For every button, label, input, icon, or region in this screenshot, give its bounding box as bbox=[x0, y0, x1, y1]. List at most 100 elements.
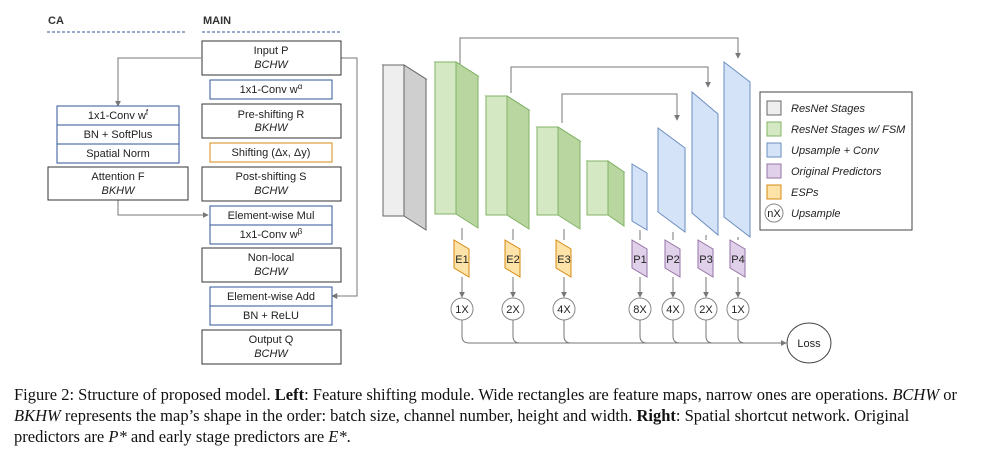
main-nonlocal-box: Non-local BCHW bbox=[201, 247, 342, 283]
svg-text:Element-wise Mul: Element-wise Mul bbox=[228, 210, 315, 222]
upsample-circle-p4: 1X bbox=[726, 297, 750, 321]
skip-connection-2 bbox=[510, 66, 711, 93]
upsample-conv-block-3 bbox=[691, 90, 719, 237]
svg-text:BKHW: BKHW bbox=[255, 122, 290, 134]
caption-text: : Spatial shortcut network. Original pre… bbox=[14, 406, 910, 446]
ca-spatial-norm-box: Spatial Norm bbox=[56, 143, 180, 164]
svg-text:4X: 4X bbox=[557, 304, 571, 316]
caption-bchw: BCHW bbox=[892, 385, 940, 404]
caption-bkhw: BKHW bbox=[14, 406, 61, 425]
main-conv-beta-box: 1x1-Conv wβ bbox=[209, 224, 333, 245]
main-bn-relu-box: BN + ReLU bbox=[209, 305, 333, 326]
svg-text:Spatial Norm: Spatial Norm bbox=[86, 148, 150, 160]
main-output-box: Output Q BCHW bbox=[201, 329, 342, 365]
svg-text:Post-shifting S: Post-shifting S bbox=[236, 171, 307, 183]
legend-item-fsm: ResNet Stages w/ FSM bbox=[766, 121, 906, 137]
skip-connection-1 bbox=[459, 37, 741, 64]
ca-bn-softplus-box: BN + SoftPlus bbox=[56, 124, 180, 145]
caption-text: represents the map’s shape in the order:… bbox=[60, 406, 637, 425]
svg-text:Loss: Loss bbox=[797, 338, 821, 350]
svg-text:1x1-Conv wf: 1x1-Conv wf bbox=[88, 108, 149, 122]
svg-text:Upsample + Conv: Upsample + Conv bbox=[791, 145, 880, 157]
svg-text:E1: E1 bbox=[455, 254, 468, 266]
caption-text: or bbox=[939, 385, 957, 404]
svg-text:P3: P3 bbox=[699, 254, 712, 266]
predictor-p4: P4 bbox=[729, 239, 746, 278]
main-shifting-box: Shifting (Δx, Δy) bbox=[209, 142, 333, 163]
svg-text:Input P: Input P bbox=[254, 45, 289, 57]
svg-text:BCHW: BCHW bbox=[254, 59, 289, 71]
legend: ResNet Stages ResNet Stages w/ FSM Upsam… bbox=[759, 91, 913, 231]
svg-text:1x1-Conv wα: 1x1-Conv wα bbox=[240, 82, 303, 96]
resnet-stage-block bbox=[381, 64, 428, 231]
predictor-p1: P1 bbox=[631, 239, 648, 278]
svg-text:Original Predictors: Original Predictors bbox=[791, 166, 882, 178]
main-elem-mul-box: Element-wise Mul bbox=[209, 205, 333, 226]
main-conv-alpha-box: 1x1-Conv wα bbox=[209, 79, 333, 100]
svg-text:2X: 2X bbox=[699, 304, 713, 316]
main-post-shift-box: Post-shifting S BCHW bbox=[201, 166, 342, 202]
upsample-circle-p1: 8X bbox=[628, 297, 652, 321]
caption-pstar: P* bbox=[108, 427, 127, 446]
svg-text:Non-local: Non-local bbox=[248, 252, 294, 264]
caption-text: and early stage predictors are bbox=[126, 427, 329, 446]
caption-text: : Feature shifting module. Wide rectangl… bbox=[304, 385, 893, 404]
ca-attention-box: Attention F BKHW bbox=[47, 166, 189, 201]
svg-text:8X: 8X bbox=[633, 304, 647, 316]
esp-e3: E3 bbox=[555, 239, 572, 278]
skip-to-add-arrow bbox=[331, 57, 358, 299]
svg-text:1X: 1X bbox=[455, 304, 469, 316]
feature-shifting-module: CA MAIN 1x1-Conv wf BN + SoftPlus Spatia… bbox=[47, 15, 358, 365]
fsm-stage-3-block bbox=[535, 126, 582, 230]
skip-connection-3 bbox=[561, 93, 680, 123]
main-elem-add-box: Element-wise Add bbox=[209, 286, 333, 307]
input-to-ca-arrow bbox=[115, 57, 201, 107]
svg-text:Output Q: Output Q bbox=[249, 334, 294, 346]
attention-to-mul-arrow bbox=[117, 200, 209, 218]
svg-text:ESPs: ESPs bbox=[791, 187, 819, 199]
upsample-circle-p3: 2X bbox=[694, 297, 718, 321]
esp-e1: E1 bbox=[453, 239, 470, 278]
ca-conv-f-box: 1x1-Conv wf bbox=[56, 105, 180, 126]
svg-text:nX: nX bbox=[767, 208, 781, 220]
svg-text:Element-wise Add: Element-wise Add bbox=[227, 291, 315, 303]
svg-text:2X: 2X bbox=[506, 304, 520, 316]
svg-text:BKHW: BKHW bbox=[102, 185, 137, 197]
upsample-conv-block-4 bbox=[723, 60, 751, 239]
svg-text:P1: P1 bbox=[633, 254, 646, 266]
svg-text:ResNet Stages w/ FSM: ResNet Stages w/ FSM bbox=[791, 124, 906, 136]
main-header: MAIN bbox=[203, 15, 231, 27]
legend-item-predictors: Original Predictors bbox=[766, 163, 882, 179]
fsm-stage-2-block bbox=[484, 95, 531, 230]
svg-text:Shifting (Δx, Δy): Shifting (Δx, Δy) bbox=[232, 147, 311, 159]
caption-right-bold: Right bbox=[636, 406, 676, 425]
legend-item-upsample: nX Upsample bbox=[764, 203, 841, 223]
svg-text:1X: 1X bbox=[731, 304, 745, 316]
upsample-circle-e2: 2X bbox=[501, 297, 525, 321]
legend-item-resnet: ResNet Stages bbox=[766, 100, 865, 116]
spatial-shortcut-network: E1 E2 E3 P1 P2 P3 P4 bbox=[381, 37, 913, 364]
svg-text:Attention F: Attention F bbox=[91, 171, 144, 183]
svg-text:BCHW: BCHW bbox=[254, 348, 289, 360]
upsample-conv-block-1 bbox=[631, 163, 648, 231]
caption-estar: E* bbox=[328, 427, 347, 446]
figure-caption: Figure 2: Structure of proposed model. L… bbox=[14, 384, 979, 447]
svg-text:ResNet Stages: ResNet Stages bbox=[791, 103, 865, 115]
svg-text:1x1-Conv wβ: 1x1-Conv wβ bbox=[240, 227, 303, 241]
svg-text:BN + ReLU: BN + ReLU bbox=[243, 310, 299, 322]
predictor-p3: P3 bbox=[697, 239, 714, 278]
svg-text:E2: E2 bbox=[506, 254, 519, 266]
svg-text:P4: P4 bbox=[731, 254, 744, 266]
upsample-circle-e3: 4X bbox=[552, 297, 576, 321]
fsm-stage-4-block bbox=[585, 160, 626, 227]
loss-node: Loss bbox=[786, 322, 832, 364]
legend-item-upsample-conv: Upsample + Conv bbox=[766, 142, 880, 158]
fsm-stage-1-block bbox=[433, 61, 480, 229]
svg-text:BN + SoftPlus: BN + SoftPlus bbox=[84, 129, 153, 141]
svg-text:P2: P2 bbox=[666, 254, 679, 266]
svg-text:4X: 4X bbox=[666, 304, 680, 316]
svg-text:BCHW: BCHW bbox=[254, 185, 289, 197]
upsample-circle-p2: 4X bbox=[661, 297, 685, 321]
svg-text:BCHW: BCHW bbox=[254, 266, 289, 278]
loss-bus bbox=[461, 320, 782, 344]
